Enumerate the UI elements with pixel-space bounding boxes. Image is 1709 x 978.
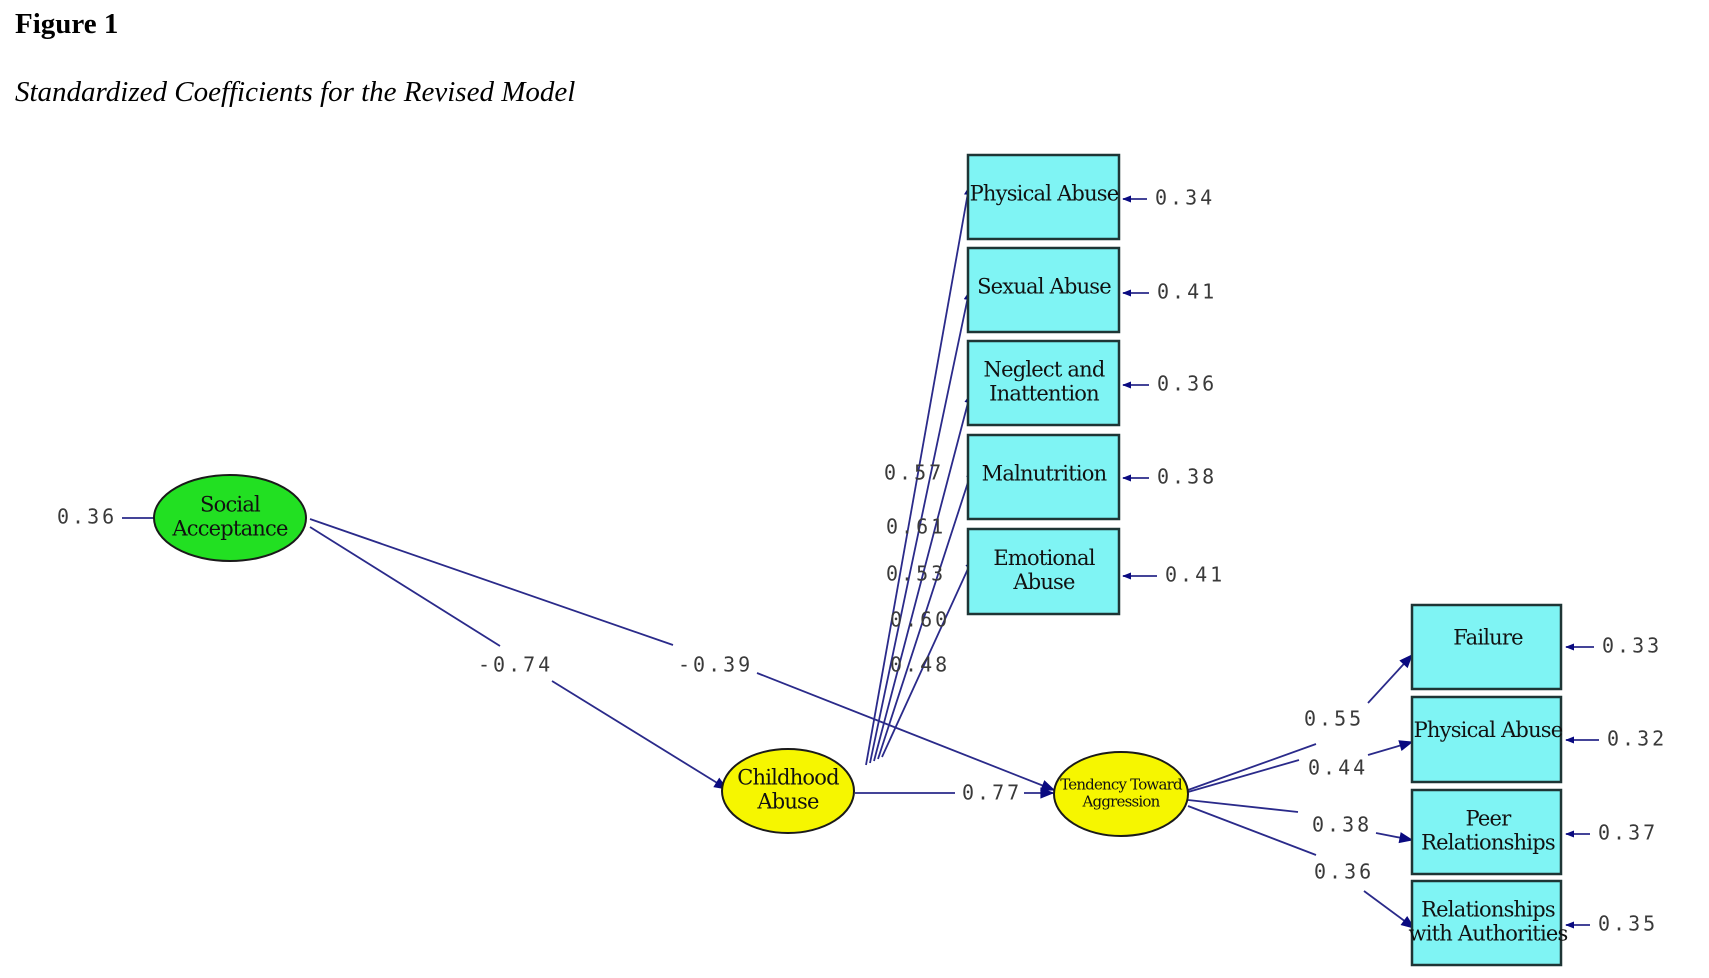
latent-label-line: Tendency Toward [1060, 775, 1183, 793]
loading-coef: 0.61 [886, 515, 946, 539]
indicator-label-line: with Authorities [1409, 922, 1568, 946]
indicator-label-line: Sexual Abuse [977, 275, 1111, 299]
path-childhood-to-indicator-1 [865, 186, 972, 766]
indicator-label-line: Emotional [993, 546, 1095, 570]
indicator-box [966, 153, 1121, 241]
nodes-layer [153, 153, 1563, 967]
indicator-label-line: Failure [1453, 626, 1523, 650]
error-variance: 0.41 [1165, 563, 1225, 587]
error-variance: 0.35 [1598, 912, 1658, 936]
path-aggression-to-indicator-2 [1367, 740, 1414, 756]
latent-childhood-abuse [721, 748, 855, 834]
indicator-label-line: Relationships [1421, 831, 1555, 855]
indicator-label-line: Physical Abuse [970, 182, 1119, 206]
path-aggression-to-indicator-segment [1187, 799, 1299, 813]
error-variance: 0.33 [1602, 634, 1662, 658]
path-social-to-tendency [756, 672, 1056, 791]
indicator-label-line: Relationships [1421, 897, 1555, 921]
figure-subtitle: Standardized Coefficients for the Revise… [15, 76, 576, 108]
loading-coef: 0.44 [1308, 756, 1368, 780]
latent-tendency-aggression [1053, 751, 1189, 837]
path-aggression-to-indicator-segment [1187, 805, 1317, 856]
error-variance-social-acceptance: 0.36 [57, 505, 117, 529]
indicator-box [1410, 603, 1563, 691]
indicator-box [966, 246, 1121, 334]
indicator-label-line: Peer [1466, 806, 1513, 830]
path-childhood-to-indicator-5 [881, 559, 973, 758]
loading-coef: 0.36 [1314, 860, 1374, 884]
loading-coef: 0.55 [1304, 707, 1364, 731]
coef-childhood-to-tendency: 0.77 [962, 781, 1022, 805]
error-variance: 0.38 [1157, 465, 1217, 489]
error-variance: 0.37 [1598, 821, 1658, 845]
coef-social-to-tendency: -0.39 [678, 653, 753, 677]
latent-label-line: Childhood [737, 765, 839, 789]
latent-label-line: Abuse [756, 790, 819, 814]
path-childhood-to-indicator-3 [873, 394, 972, 762]
indicator-label-line: Neglect and [984, 357, 1105, 381]
indicator-label-line: Malnutrition [982, 462, 1107, 486]
path-social-to-childhood-segment [309, 526, 501, 647]
error-variance: 0.34 [1155, 186, 1215, 210]
indicator-box [966, 433, 1121, 521]
figure-title: Figure 1 [15, 8, 119, 40]
path-childhood-to-indicator-2 [869, 291, 971, 764]
path-aggression-to-indicator-segment [1187, 743, 1317, 791]
paths-layer [122, 186, 1599, 929]
latent-social-acceptance [153, 474, 307, 562]
coef-social-to-childhood: -0.74 [478, 653, 553, 677]
loading-coef: 0.53 [886, 562, 946, 586]
path-aggression-to-indicator-3 [1375, 832, 1414, 844]
error-variance: 0.32 [1607, 727, 1667, 751]
loading-coef: 0.48 [890, 653, 950, 677]
path-social-to-tendency-segment [309, 518, 674, 646]
indicator-label-line: Abuse [1012, 570, 1075, 594]
indicator-box [966, 527, 1121, 616]
loading-coef: 0.38 [1312, 813, 1372, 837]
latent-label-line: Aggression [1082, 793, 1161, 811]
error-variance: 0.36 [1157, 372, 1217, 396]
loading-coef: 0.57 [884, 461, 944, 485]
path-childhood-to-indicator-4 [877, 469, 973, 760]
indicator-box [1410, 695, 1563, 784]
loading-coef: 0.60 [890, 608, 950, 632]
indicator-label-line: Inattention [989, 382, 1099, 406]
path-social-to-childhood [551, 680, 729, 790]
path-aggression-to-indicator-1 [1367, 653, 1413, 704]
error-variance: 0.41 [1157, 280, 1217, 304]
latent-label-line: Social [200, 492, 261, 516]
path-aggression-to-indicator-segment [1187, 759, 1300, 793]
indicator-box [966, 339, 1121, 427]
latent-label-line: Acceptance [171, 517, 288, 541]
indicator-label-line: Physical Abuse [1414, 718, 1563, 742]
indicator-box [1410, 788, 1563, 876]
indicator-box [1410, 879, 1563, 967]
path-aggression-to-indicator-4 [1363, 890, 1416, 929]
